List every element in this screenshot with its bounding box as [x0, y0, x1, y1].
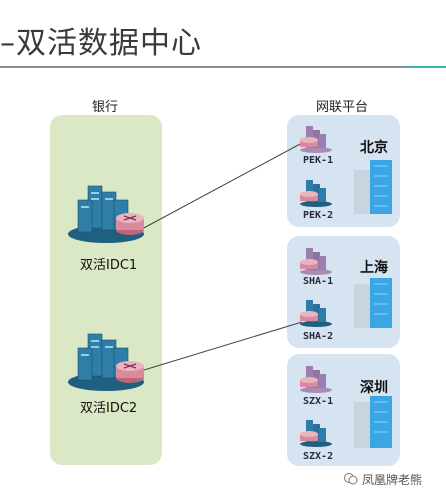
building-shanghai-icon: [354, 278, 392, 328]
page-title: –双活数据中心: [0, 26, 202, 61]
city-shenzhen: 深圳: [360, 380, 388, 396]
szx1-label: SZX-1: [303, 396, 334, 407]
title-divider: [0, 66, 406, 68]
bank-heading: 银行: [92, 100, 119, 115]
pek2-label: PEK-2: [303, 210, 334, 221]
sha2-label: SHA-2: [303, 331, 334, 342]
pek1-label: PEK-1: [303, 155, 334, 166]
city-shanghai: 上海: [360, 260, 388, 276]
building-beijing-icon: [354, 160, 392, 214]
network-heading: 网联平台: [316, 100, 369, 115]
szx2-label: SZX-2: [303, 451, 334, 462]
datacenter-idc1-icon: [68, 185, 144, 243]
link-idc1-pek1: [139, 142, 303, 231]
pek1-node-icon: [300, 126, 332, 153]
wechat-icon: [344, 473, 358, 485]
link-idc2-sha2: [143, 321, 303, 371]
city-beijing: 北京: [360, 140, 388, 156]
idc2-label: 双活IDC2: [80, 401, 138, 416]
building-shenzhen-icon: [354, 396, 392, 448]
pek2-node-icon: [300, 180, 332, 207]
szx1-node-icon: [300, 366, 332, 393]
szx2-node-icon: [300, 420, 332, 447]
sha2-node-icon: [300, 300, 332, 327]
sha1-label: SHA-1: [303, 276, 334, 287]
datacenter-idc2-icon: [68, 333, 144, 391]
title-divider-accent: [406, 66, 446, 68]
watermark-text: 凤凰牌老熊: [362, 473, 423, 487]
sha1-node-icon: [300, 248, 332, 275]
idc1-label: 双活IDC1: [80, 258, 138, 273]
